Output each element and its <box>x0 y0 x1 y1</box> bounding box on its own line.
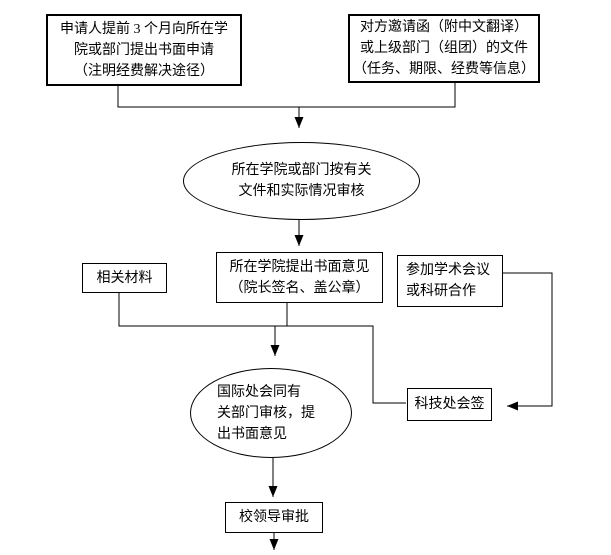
edge-topboxes-merge <box>117 83 456 108</box>
node-college-opinion-box: 所在学院提出书面意见 （院长签名、盖公章） <box>216 252 383 303</box>
node-college-review-ellipse: 所在学院或部门按有关 文件和实际情况审核 <box>183 142 420 220</box>
node-text-line: 国际处会同有 <box>217 384 301 400</box>
edge-materials-and-countersign-merge <box>118 293 406 404</box>
node-text-line: （注明经费解决途径） <box>74 63 214 79</box>
node-text-line: 校领导审批 <box>239 510 309 525</box>
node-leader-approval-box: 校领导审批 <box>225 502 323 533</box>
node-text-line: 相关材料 <box>96 270 153 286</box>
node-text-line: 申请人提前 3 个月向所在学 <box>60 21 228 37</box>
node-text-line: 参加学术会议 <box>406 263 490 278</box>
node-text-line: 对方邀请函（附中文翻译） <box>360 20 528 35</box>
node-st-countersign-box: 科技处会签 <box>407 388 492 421</box>
node-text-line: （任务、期限、经费等信息） <box>353 62 535 77</box>
node-text-line: 或科研合作 <box>406 284 476 299</box>
node-text-line: 院或部门提出书面申请 <box>74 42 214 58</box>
node-text-line: 所在学院提出书面意见 <box>229 259 370 275</box>
node-invitation-box: 对方邀请函（附中文翻译） 或上级部门（组团）的文件 （任务、期限、经费等信息） <box>348 14 540 83</box>
node-intl-review-ellipse: 国际处会同有 关部门审核，提 出书面意见 <box>190 368 352 458</box>
node-text-line: 文件和实际情况审核 <box>238 184 365 199</box>
node-text-line: （院长签名、盖公章） <box>229 280 370 296</box>
node-conference-box: 参加学术会议 或科研合作 <box>397 255 503 307</box>
node-applicant-box: 申请人提前 3 个月向所在学 院或部门提出书面申请 （注明经费解决途径） <box>46 14 242 86</box>
node-text-line: 或上级部门（组团）的文件 <box>360 41 528 56</box>
node-text-line: 科技处会签 <box>414 397 485 412</box>
node-text-line: 所在学院或部门按有关 <box>231 163 372 178</box>
node-text-line: 关部门审核，提 <box>217 405 315 421</box>
node-materials-box: 相关材料 <box>82 263 167 293</box>
node-text-line: 出书面意见 <box>217 426 287 442</box>
edge-conference-to-countersign <box>503 272 553 411</box>
